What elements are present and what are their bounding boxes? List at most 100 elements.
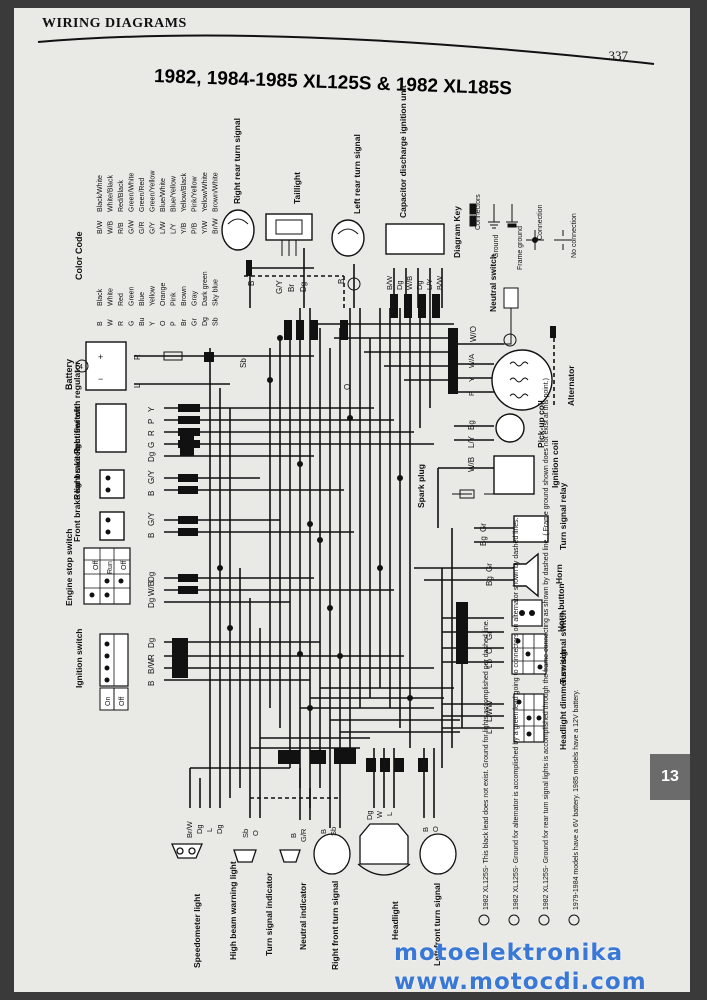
key-connectors: Connectors: [475, 194, 482, 230]
tail-wire-dg: Dg: [299, 282, 308, 292]
junction-dots: [217, 335, 413, 711]
head-wire-w: W: [375, 810, 384, 818]
alternator-label: Alternator: [566, 365, 576, 406]
watermark-url: www.motocdi.com: [394, 969, 647, 992]
ign-coil-wire-wb: W/B: [467, 457, 476, 472]
battery-label: Battery: [64, 359, 74, 390]
color-dual-code-2: R/B: [118, 222, 125, 234]
relay-wire-gr: Gr: [479, 523, 488, 532]
connector-blocks: [172, 294, 468, 772]
rect-wire-p: P: [147, 419, 156, 424]
head-wire-dg: Dg: [365, 810, 374, 820]
cdi-wire-6: B/W: [435, 275, 444, 290]
color-dual-code-6: L/W: [160, 221, 167, 234]
front-brake-wire-b: B: [147, 533, 156, 538]
rf-wire-b: B: [319, 829, 328, 834]
alternator-symbol: [491, 349, 553, 411]
color-code-table: BBlackWWhiteRRedGGreenBuBlueYYellowOOran…: [97, 170, 220, 326]
speedo-wire-l: L: [205, 828, 214, 832]
turn-relay-symbol: [513, 515, 549, 543]
note-2: 1982 XL125S- Ground for alternator is ac…: [513, 517, 520, 910]
color-dual-code-1: W/B: [108, 220, 115, 234]
right-rear-turn-label: Right rear turn signal: [232, 118, 242, 204]
rect-wire-y: Y: [147, 406, 156, 412]
color-dual-name-1: White/Black: [108, 175, 115, 212]
engine-stop-pos-run: Run: [107, 561, 114, 574]
dimmer-wire-w: W: [485, 700, 494, 708]
dimmer-switch-symbol: [513, 693, 545, 743]
rect-wire-g: G: [147, 442, 156, 448]
color-single-code-4: Bu: [139, 317, 146, 326]
key-no-connection: No connection: [571, 213, 578, 258]
lf-wire-b: B: [421, 827, 430, 832]
color-single-code-3: G: [129, 321, 136, 326]
engine-stop-pos-off2: Off: [121, 561, 128, 570]
dimmer-wire-l: L: [485, 729, 494, 734]
cdi-wire-2: Dg: [395, 280, 404, 290]
diagram-key-symbols: [469, 203, 572, 250]
tail-wire-br: Br: [287, 284, 296, 292]
manual-page: WIRING DIAGRAMS 337 1982, 1984-1985 XL12…: [14, 8, 690, 992]
color-single-name-2: Red: [118, 293, 125, 306]
battery-symbol: +− 4: [75, 341, 183, 391]
color-dual-name-8: Yellow/Black: [181, 172, 188, 212]
key-frame-ground: Frame ground: [517, 226, 524, 270]
engine-stop-wire-dg1: Dg: [147, 572, 156, 582]
neutral-switch-symbol: [474, 287, 556, 347]
color-dual-name-6: Blue/White: [160, 178, 167, 212]
head-wire-l: L: [385, 812, 394, 816]
color-code-heading: Color Code: [74, 232, 84, 281]
engine-stop-switch-symbol: [83, 547, 131, 605]
color-dual-name-0: Black/White: [97, 175, 104, 212]
neutral-indicator-label: Neutral indicator: [298, 882, 308, 950]
color-single-code-6: O: [160, 320, 167, 326]
alt-wire-wa: W/A: [467, 354, 476, 368]
color-dual-name-7: Blue/Yellow: [171, 175, 178, 212]
taillight-symbol: [265, 213, 313, 256]
color-dual-name-11: Brown/White: [213, 172, 220, 212]
color-single-name-5: Yellow: [150, 285, 157, 306]
turn-switch-symbol: [511, 633, 547, 675]
color-single-name-11: Sky blue: [213, 279, 220, 306]
color-single-code-9: Gr: [192, 318, 199, 326]
key-connection: Connection: [537, 204, 544, 240]
horn-wire-bg: Bg: [485, 576, 494, 586]
dimmer-label: Headlight dimmer switch: [558, 649, 568, 750]
spark-plug-label: Spark plug: [416, 464, 426, 508]
ignition-coil-symbol: [452, 455, 535, 499]
rear-brake-switch-symbol: [99, 469, 125, 499]
color-single-name-10: Dark green: [202, 271, 209, 306]
rr-wire-sb: Sb: [239, 358, 248, 368]
ignition-coil-label: Ignition coil: [550, 440, 560, 488]
horn-symbol: [513, 552, 539, 598]
pickup-wire-ly: L/Y: [467, 435, 476, 448]
color-single-name-8: Brown: [181, 286, 188, 306]
front-brake-wire-gy: G/Y: [147, 512, 156, 526]
rect-wire-r: R: [147, 430, 156, 436]
battery-wire-r: R: [133, 354, 142, 360]
taillight-label: Taillight: [292, 172, 302, 204]
speedo-wire-dg: Dg: [195, 824, 204, 834]
ignition-pos-off: Off: [119, 697, 126, 706]
horn-button-label: Horn button: [556, 583, 566, 632]
header-rule: [37, 34, 655, 65]
turn-switch-wire-lb: Lb: [485, 659, 494, 668]
lr-wire-o: O: [343, 384, 352, 390]
color-dual-code-8: Y/B: [181, 222, 188, 234]
color-dual-name-4: Green/Red: [139, 178, 146, 212]
high-beam-label: High beam warning light: [228, 861, 238, 960]
color-dual-name-3: Green/White: [129, 173, 136, 212]
rect-wire-dg: Dg: [147, 452, 156, 462]
neutral-ind-wire-gr: G/R: [299, 828, 308, 842]
lf-wire-o: O: [431, 826, 440, 832]
watermark-brand: motoelektronika: [394, 940, 624, 966]
turn-switch-wire-gr: Gr: [485, 631, 494, 640]
ignition-switch-label: Ignition switch: [74, 629, 84, 689]
color-dual-code-5: G/Y: [150, 222, 157, 234]
color-dual-code-3: G/W: [129, 220, 136, 234]
note-1: 1982 XL125S- This black lead does not ex…: [483, 619, 490, 910]
engine-stop-label: Engine stop switch: [64, 529, 74, 606]
pickup-coil-symbol: [495, 413, 525, 443]
speedo-wire-brw: Br/W: [185, 820, 194, 838]
color-single-code-10: Dg: [202, 317, 209, 326]
